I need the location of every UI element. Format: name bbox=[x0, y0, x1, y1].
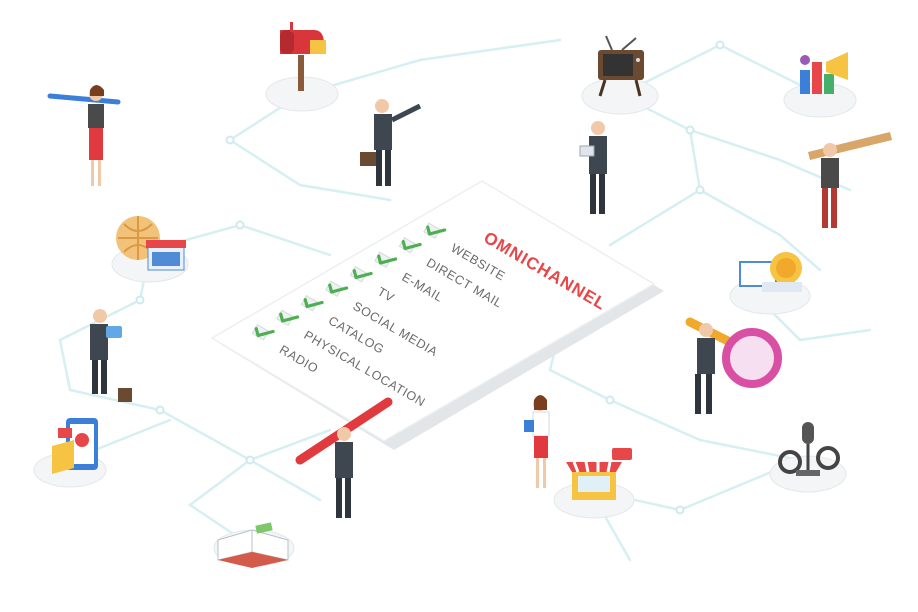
tv-platform bbox=[581, 35, 659, 115]
checkmark-icon bbox=[279, 312, 300, 323]
person-man-magnifier bbox=[695, 323, 715, 414]
tv-icon bbox=[598, 35, 644, 97]
kiosk-platform bbox=[553, 448, 635, 519]
person-woman-tablet bbox=[524, 395, 550, 488]
person-man-laptop bbox=[90, 309, 132, 402]
checkmark-icon bbox=[352, 269, 373, 280]
browser-ads-platform bbox=[729, 252, 811, 315]
checkmark-icon bbox=[426, 225, 447, 236]
network-nodes bbox=[135, 40, 725, 515]
microphone-icon bbox=[778, 422, 840, 476]
magnifier-icon bbox=[685, 317, 782, 388]
megaphone-icon bbox=[800, 52, 848, 94]
mailbox-icon bbox=[280, 22, 326, 54]
person-man-tablet bbox=[579, 121, 607, 214]
kiosk-icon bbox=[566, 448, 632, 500]
globe-shop-platform bbox=[111, 216, 189, 283]
checkmark-icon bbox=[401, 240, 422, 251]
checkmark-icon bbox=[377, 254, 398, 265]
checkmark-icon bbox=[303, 298, 324, 309]
person-man-pointing bbox=[360, 99, 422, 186]
person-woman-pencil bbox=[47, 85, 121, 186]
person-man-big-pencil bbox=[295, 397, 393, 518]
checkmark-icon bbox=[328, 283, 349, 294]
microphone-platform bbox=[769, 422, 847, 493]
mailbox-platform bbox=[265, 22, 339, 112]
mobile-email-platform bbox=[33, 418, 107, 488]
checkmark-icon bbox=[254, 327, 275, 338]
globe-shop-icon bbox=[116, 216, 186, 271]
catalog-book-icon bbox=[217, 522, 289, 568]
person-man-ruler bbox=[808, 132, 892, 228]
mobile-email-icon bbox=[52, 418, 98, 474]
megaphone-platform bbox=[783, 52, 857, 118]
catalog-platform bbox=[213, 522, 295, 568]
browser-ads-icon bbox=[739, 252, 802, 292]
